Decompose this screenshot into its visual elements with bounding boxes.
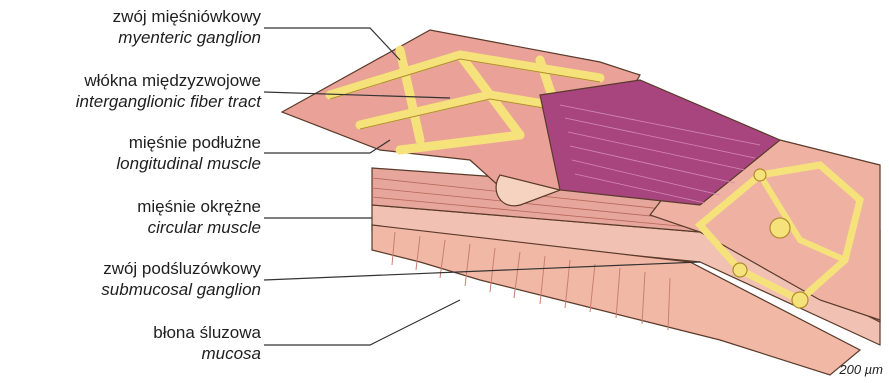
label-pl: włókna międzyzwojowe [76, 70, 261, 91]
label-en: myenteric ganglion [113, 27, 261, 48]
leader-mucosa [264, 300, 460, 345]
label-en: submucosal ganglion [101, 279, 261, 300]
label-pl: błona śluzowa [153, 322, 261, 343]
label-en: mucosa [153, 343, 261, 364]
label-circular-muscle: mięśnie okrężne circular muscle [137, 196, 261, 238]
label-longitudinal-muscle: mięśnie podłużne longitudinal muscle [116, 132, 261, 174]
label-pl: mięśnie okrężne [137, 196, 261, 217]
scale-bar-label: 200 µm [839, 362, 883, 377]
label-myenteric-ganglion: zwój mięśniówkowy myenteric ganglion [113, 6, 261, 48]
label-interganglionic-fiber-tract: włókna międzyzwojowe interganglionic fib… [76, 70, 261, 112]
label-pl: zwój podśluzówkowy [101, 258, 261, 279]
leader-myenteric [264, 28, 400, 60]
label-en: longitudinal muscle [116, 153, 261, 174]
label-pl: zwój mięśniówkowy [113, 6, 261, 27]
label-pl: mięśnie podłużne [116, 132, 261, 153]
label-en: interganglionic fiber tract [76, 91, 261, 112]
label-submucosal-ganglion: zwój podśluzówkowy submucosal ganglion [101, 258, 261, 300]
label-mucosa: błona śluzowa mucosa [153, 322, 261, 364]
label-en: circular muscle [137, 217, 261, 238]
submucosal-ganglion-node [770, 218, 790, 238]
